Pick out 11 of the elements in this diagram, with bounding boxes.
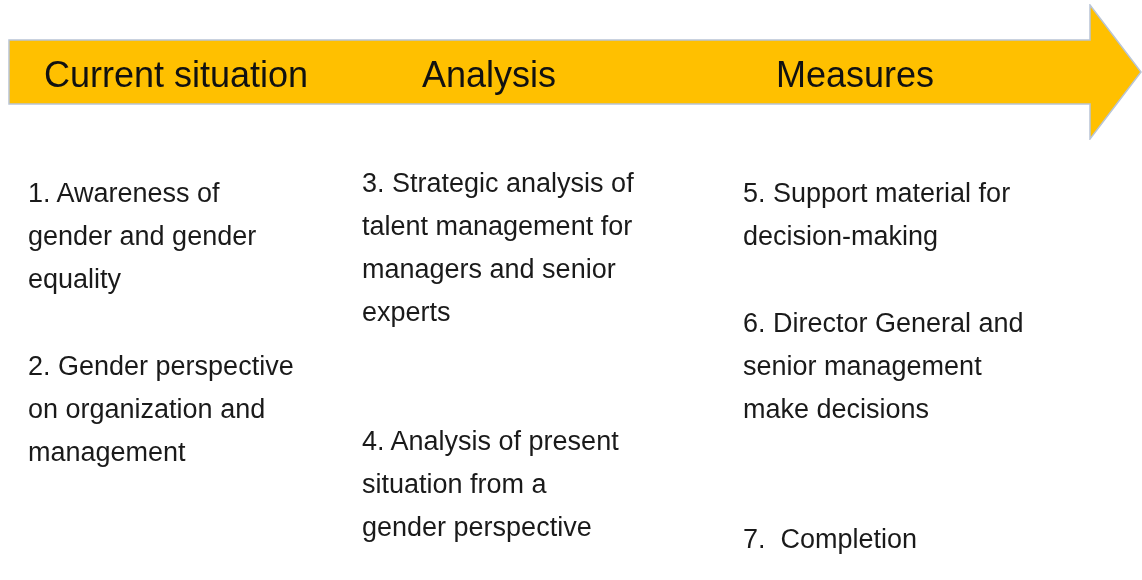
stage-heading: Analysis [422, 54, 557, 96]
stage-heading: Current situation [44, 54, 309, 96]
process-arrow [8, 4, 1142, 140]
step-text: 3. Strategic analysis of talent management for managers and senior experts [362, 167, 635, 329]
step-text: 7. Completion [743, 523, 919, 556]
step-text: 6. Director General and senior management make decisions [743, 307, 1025, 426]
stage-heading: Measures [776, 54, 935, 96]
step-text: 4. Analysis of present situation from a gender perspective [362, 425, 620, 544]
step-text: 2. Gender perspective on organization and management [28, 350, 295, 469]
step-text: 1. Awareness of gender and gender equality [28, 177, 258, 296]
step-text: 5. Support material for decision-making [743, 177, 1012, 253]
